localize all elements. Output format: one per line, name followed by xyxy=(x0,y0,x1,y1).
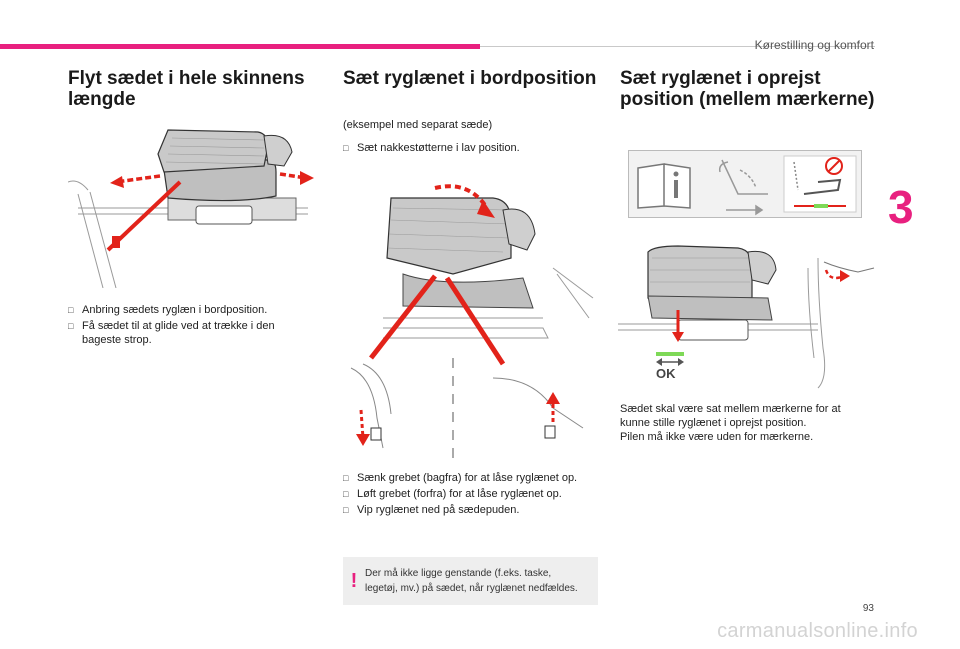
seat-upright-illustration xyxy=(618,238,876,390)
col3-heading: Sæt ryglænet i oprejst position (mellem … xyxy=(620,68,874,110)
bullet-marker-icon: □ xyxy=(343,505,349,515)
list-item: □Anbring sædets ryglæn i bordposition. xyxy=(68,304,268,316)
col3-title-line2: position (mellem mærkerne) xyxy=(620,89,875,110)
warning-note: ! Der må ikke ligge genstande (f.eks. ta… xyxy=(343,557,598,605)
col3-title-line1: Sæt ryglænet i oprejst xyxy=(620,68,821,89)
bullet-marker-icon: □ xyxy=(68,321,74,331)
seat-fold-illustration xyxy=(343,178,598,460)
warning-icon: ! xyxy=(350,569,358,592)
ok-label: OK xyxy=(656,366,676,381)
col1-bullets: □Anbring sædets ryglæn i bordposition. □… xyxy=(68,303,313,349)
col1-heading: Flyt sædet i hele skinnens længde xyxy=(68,68,305,110)
col2-example-note: (eksempel med separat sæde) xyxy=(343,119,493,131)
watermark: carmanualsonline.info xyxy=(717,620,918,642)
seat-icon xyxy=(718,159,768,216)
bullet-marker-icon: □ xyxy=(68,305,74,315)
col3-paragraph: Sædet skal være sat mellem mærkerne for … xyxy=(620,403,841,443)
chapter-number: 3 xyxy=(888,181,914,233)
list-item: □Sæt nakkestøtterne i lav position. xyxy=(343,142,520,154)
col2-title: Sæt ryglænet i bordposition xyxy=(343,68,597,89)
col2-bullets: □Sænk grebet (bagfra) for at låse ryglæn… xyxy=(343,471,605,519)
list-item: □Løft grebet (forfra) for at låse ryglæn… xyxy=(343,488,562,500)
bullet-marker-icon: □ xyxy=(343,473,349,483)
list-item: □Vip ryglænet ned på sædepuden. xyxy=(343,504,520,516)
col1-title-line2: længde xyxy=(68,89,136,110)
page-number: 93 xyxy=(862,603,874,614)
manual-book-icon xyxy=(637,163,691,209)
col1-title-line1: Flyt sædet i hele skinnens xyxy=(68,68,305,89)
chapter-title: Kørestilling og komfort xyxy=(754,38,874,52)
col2-heading: Sæt ryglænet i bordposition xyxy=(343,68,596,89)
list-item: □Sænk grebet (bagfra) for at låse ryglæn… xyxy=(343,472,578,484)
bullet-marker-icon: □ xyxy=(343,489,349,499)
bullet-marker-icon: □ xyxy=(343,143,349,153)
seat-slide-illustration xyxy=(68,128,318,288)
warning-text: Der må ikke ligge genstande (f.eks. task… xyxy=(365,568,578,594)
header-accent-bar xyxy=(0,44,480,49)
header-rule xyxy=(480,46,875,47)
list-item: □Få sædet til at glide ved at trække i d… xyxy=(68,320,275,346)
label-pictogram xyxy=(628,150,862,218)
